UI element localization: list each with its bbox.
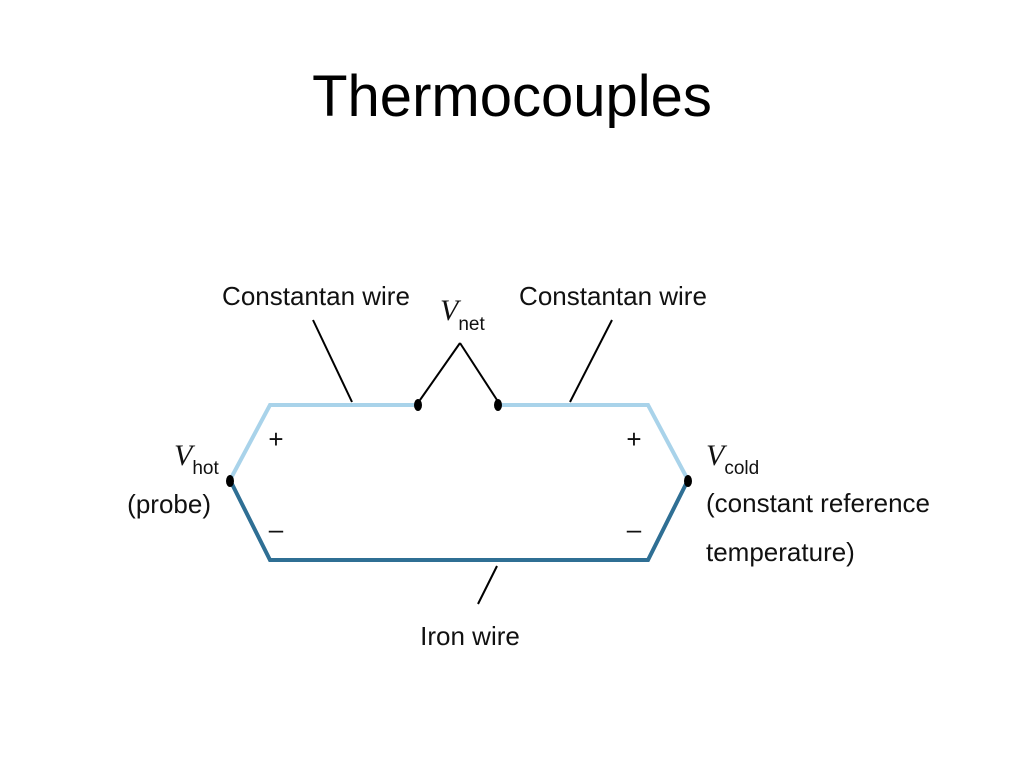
pointer-vnet-left xyxy=(419,342,461,401)
label-reference-line2: temperature) xyxy=(706,537,855,567)
minus-sign-right: – xyxy=(627,514,642,544)
terminal-dot-left xyxy=(414,399,422,411)
v-cold-subscript: cold xyxy=(724,458,759,479)
label-v-hot: Vhot xyxy=(174,439,219,479)
label-iron-wire: Iron wire xyxy=(420,621,520,651)
pointer-constantan-left xyxy=(312,319,353,403)
pointer-vnet-right xyxy=(459,342,498,401)
minus-sign-left: – xyxy=(269,514,284,544)
terminal-dot-right xyxy=(494,399,502,411)
v-hot-subscript: hot xyxy=(192,458,219,479)
label-probe: (probe) xyxy=(127,489,211,519)
v-hot-symbol: V xyxy=(174,439,196,472)
label-reference-line1: (constant reference xyxy=(706,488,930,518)
plus-sign-right: + xyxy=(626,424,641,454)
label-constantan-wire-right: Constantan wire xyxy=(519,281,707,311)
v-net-symbol: V xyxy=(440,294,462,327)
hot-junction-dot xyxy=(226,475,234,487)
plus-sign-left: + xyxy=(268,424,283,454)
iron-wire xyxy=(228,479,690,562)
v-cold-symbol: V xyxy=(706,439,728,472)
label-v-net: Vnet xyxy=(440,294,485,335)
constantan-wire-left xyxy=(228,403,418,481)
v-net-subscript: net xyxy=(458,314,485,335)
constantan-wire-right xyxy=(498,403,690,481)
label-v-cold: Vcold xyxy=(706,439,759,479)
cold-junction-dot xyxy=(684,475,692,487)
slide-title: Thermocouples xyxy=(312,64,712,129)
label-constantan-wire-left: Constantan wire xyxy=(222,281,410,311)
pointer-iron xyxy=(477,565,498,605)
pointer-constantan-right xyxy=(569,319,613,403)
